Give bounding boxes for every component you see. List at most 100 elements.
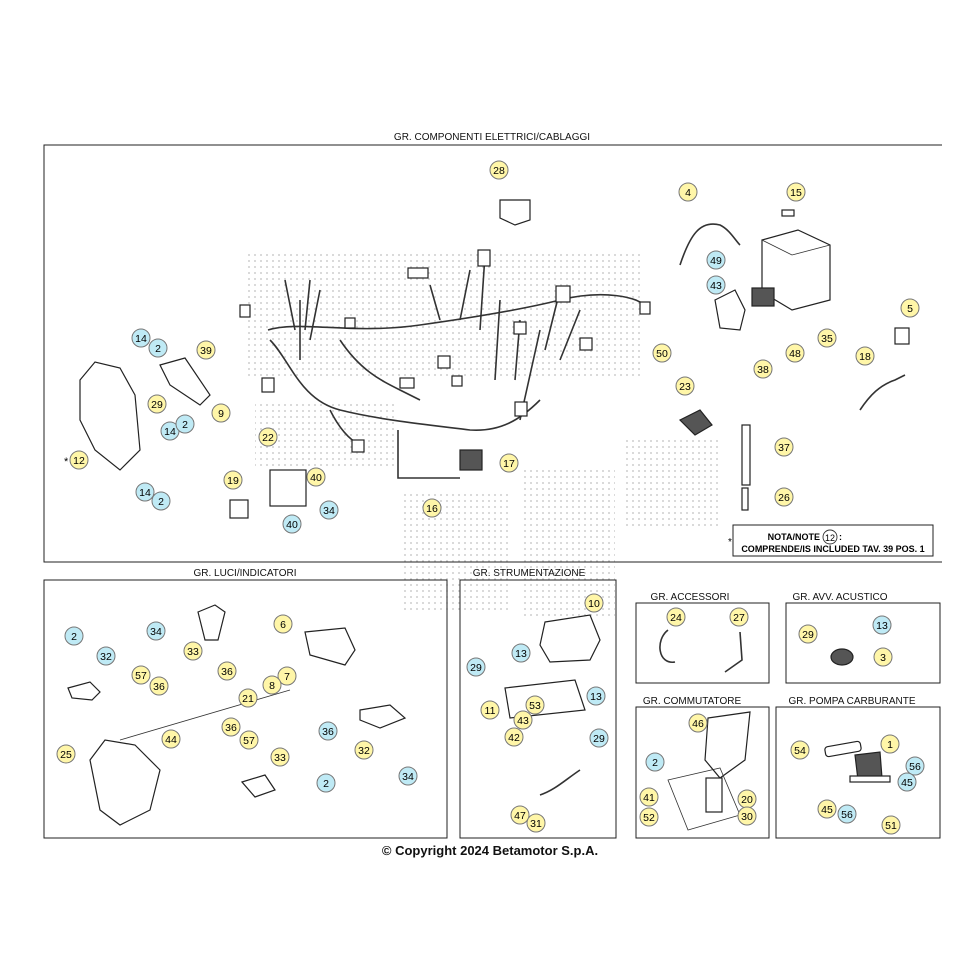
callout-26: 26 — [774, 487, 794, 507]
svg-text:46: 46 — [692, 718, 704, 730]
callouts: 28 4 15 49 43 5 50 38 48 35 18 23 37 26 … — [56, 160, 925, 835]
svg-text:2: 2 — [323, 778, 329, 790]
callout-34-electrical: 34 — [319, 500, 339, 520]
panel-switch-border — [635, 706, 770, 839]
svg-text:47: 47 — [514, 810, 526, 822]
callout-44: 44 — [161, 729, 181, 749]
sensor-23 — [678, 409, 713, 436]
callout-17: 17 — [499, 453, 519, 473]
headlight — [89, 739, 161, 826]
callout-4: 4 — [678, 182, 698, 202]
panel-accessories-border — [635, 602, 770, 684]
callout-14-c: 14 — [135, 482, 155, 502]
svg-text:45: 45 — [901, 777, 913, 789]
callout-14-a: 14 — [131, 328, 151, 348]
callout-57-a: 57 — [131, 665, 151, 685]
svg-text:51: 51 — [885, 820, 897, 832]
callout-32-b: 32 — [354, 740, 374, 760]
callout-43-instruments: 43 — [513, 710, 533, 730]
rear-indicator — [240, 774, 276, 798]
svg-text:23: 23 — [679, 381, 691, 393]
note-box: * NOTA/NOTE 12 : COMPRENDE/IS INCLUDED T… — [728, 524, 934, 557]
svg-text:17: 17 — [503, 458, 515, 470]
svg-text:19: 19 — [227, 475, 239, 487]
svg-text:56: 56 — [909, 761, 921, 773]
svg-text:41: 41 — [643, 792, 655, 804]
panel-lights: GR. LUCI/INDICATORI — [43, 568, 448, 839]
svg-text:20: 20 — [741, 794, 753, 806]
svg-text:22: 22 — [262, 432, 274, 444]
svg-text:40: 40 — [286, 519, 298, 531]
callout-50: 50 — [652, 343, 672, 363]
callout-2-c: 2 — [151, 491, 171, 511]
svg-text:21: 21 — [242, 693, 254, 705]
svg-text:27: 27 — [733, 612, 745, 624]
svg-text:33: 33 — [274, 752, 286, 764]
svg-text:42: 42 — [508, 732, 520, 744]
svg-text:3: 3 — [880, 652, 886, 664]
svg-text:25: 25 — [60, 749, 72, 761]
callout-5: 5 — [900, 298, 920, 318]
callout-54: 54 — [790, 740, 810, 760]
svg-text:57: 57 — [243, 735, 255, 747]
panel-fuel-pump-border — [775, 706, 941, 839]
callout-52: 52 — [639, 807, 659, 827]
svg-text:12: 12 — [73, 455, 85, 467]
panel-switch-title: GR. COMMUTATORE — [643, 696, 742, 707]
callout-28: 28 — [489, 160, 509, 180]
callout-7: 7 — [277, 666, 297, 686]
callout-32-a: 32 — [96, 646, 116, 666]
callout-21: 21 — [238, 688, 258, 708]
svg-text:44: 44 — [165, 734, 177, 746]
panel-fuel-pump: GR. POMPA CARBURANTE — [775, 696, 941, 839]
note-colon: : — [839, 532, 842, 542]
bracket-33 — [197, 604, 226, 641]
svg-text:5: 5 — [907, 303, 913, 315]
callout-51: 51 — [881, 815, 901, 835]
svg-text:13: 13 — [590, 691, 602, 703]
callout-43-electrical: 43 — [706, 275, 726, 295]
callout-36-d: 36 — [221, 717, 241, 737]
callout-42: 42 — [504, 727, 524, 747]
callout-2-lights-b: 2 — [316, 773, 336, 793]
svg-text:13: 13 — [876, 620, 888, 632]
horn — [830, 648, 854, 666]
callout-33-a: 33 — [183, 641, 203, 661]
regulator — [269, 469, 307, 507]
callout-13-c: 13 — [872, 615, 892, 635]
callout-48: 48 — [785, 343, 805, 363]
svg-text:31: 31 — [530, 818, 542, 830]
svg-text:15: 15 — [790, 187, 802, 199]
svg-text:16: 16 — [426, 503, 438, 515]
wiring-harness — [239, 249, 651, 479]
svg-text:50: 50 — [656, 348, 668, 360]
panel-instruments-border — [459, 579, 617, 839]
callout-15: 15 — [786, 182, 806, 202]
panel-accessories-title: GR. ACCESSORI — [651, 592, 730, 603]
svg-text:28: 28 — [493, 165, 505, 177]
callout-22: 22 — [258, 427, 278, 447]
copyright: © Copyright 2024 Betamotor S.p.A. — [381, 843, 599, 858]
callout-49: 49 — [706, 250, 726, 270]
callout-36-c: 36 — [318, 721, 338, 741]
note-prefix: NOTA/NOTE — [768, 532, 820, 542]
svg-text:14: 14 — [164, 426, 176, 438]
svg-text:57: 57 — [135, 670, 147, 682]
callout-41: 41 — [639, 787, 659, 807]
note-asterisk: * — [728, 537, 732, 548]
svg-text:4: 4 — [685, 187, 691, 199]
svg-text:39: 39 — [200, 345, 212, 357]
callout-20: 20 — [737, 789, 757, 809]
svg-text:49: 49 — [710, 255, 722, 267]
panel-instruments-title: GR. STRUMENTAZIONE — [473, 568, 586, 579]
svg-text:34: 34 — [150, 626, 162, 638]
accessory-27 — [724, 631, 743, 673]
svg-text:56: 56 — [841, 809, 853, 821]
svg-text:2: 2 — [652, 757, 658, 769]
panel-lights-border — [43, 579, 448, 839]
callout-36-b: 36 — [217, 661, 237, 681]
callout-40-a: 40 — [306, 467, 326, 487]
svg-text:30: 30 — [741, 811, 753, 823]
asterisk-12: * — [64, 456, 69, 468]
